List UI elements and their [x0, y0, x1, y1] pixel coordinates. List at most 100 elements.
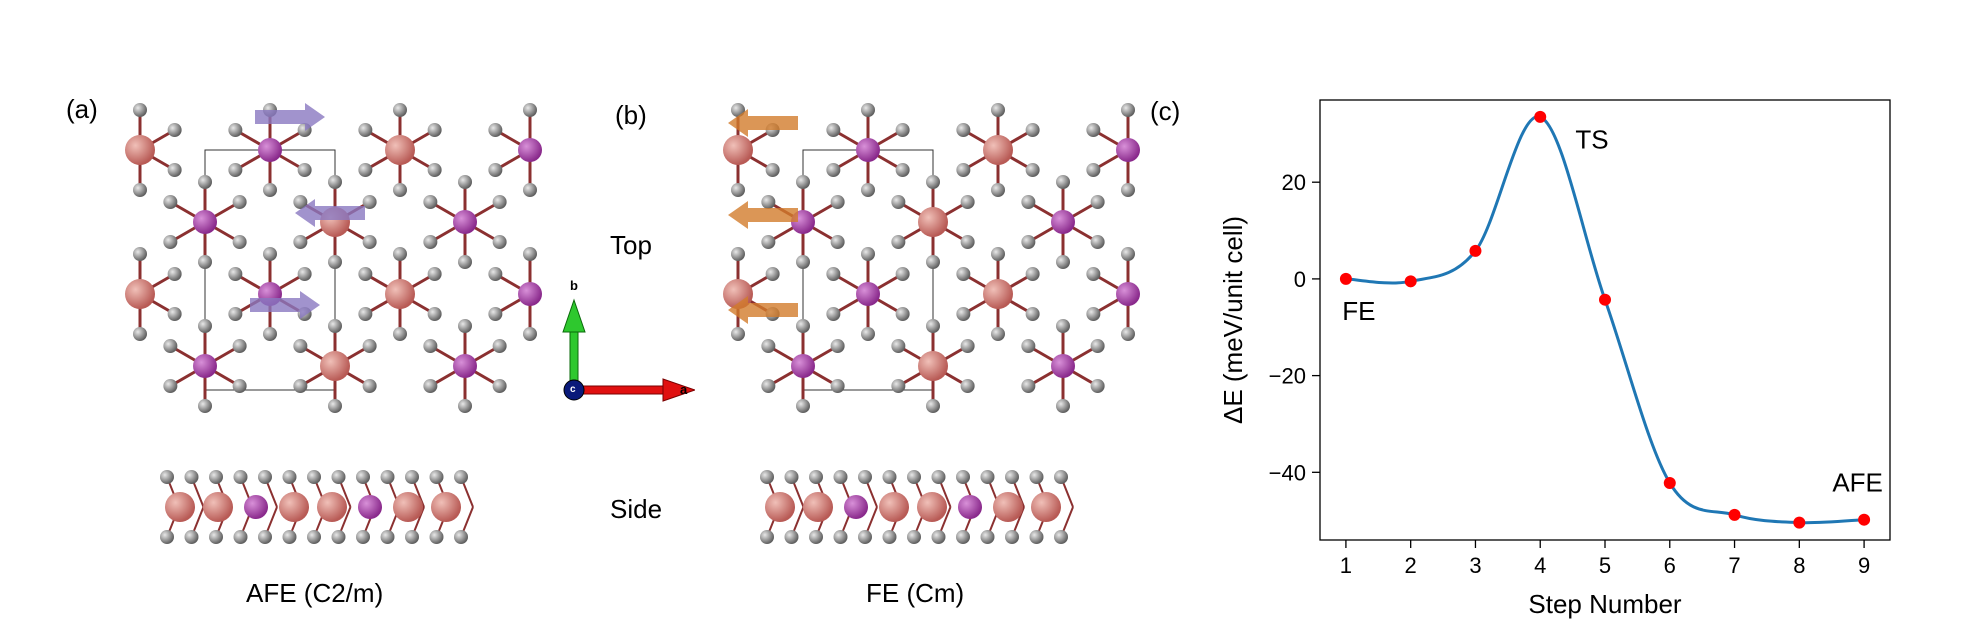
small-atom — [1054, 530, 1068, 544]
large-atom — [279, 492, 309, 522]
small-atom — [1121, 247, 1135, 261]
afe-top-structure — [125, 103, 542, 413]
small-atom — [1025, 267, 1040, 281]
small-atom — [163, 235, 178, 249]
small-atom — [228, 163, 243, 177]
small-atom — [1005, 530, 1019, 544]
small-atom — [1025, 123, 1040, 137]
small-atom — [926, 175, 940, 189]
small-atom — [956, 267, 971, 281]
polarization-arrow — [728, 201, 798, 229]
small-atom — [931, 470, 946, 484]
small-atom — [488, 307, 503, 321]
small-atom — [209, 470, 223, 484]
small-atom — [926, 399, 940, 413]
side-view-label: Side — [610, 494, 663, 524]
small-atom — [858, 470, 872, 484]
plot-frame — [1319, 99, 1891, 541]
purple-atom — [358, 495, 382, 519]
small-atom — [423, 235, 438, 249]
small-atom — [293, 195, 308, 209]
small-atom — [458, 399, 472, 413]
small-atom — [765, 267, 780, 281]
small-atom — [133, 247, 147, 261]
large-atom — [983, 135, 1013, 165]
small-atom — [358, 123, 373, 137]
small-atom — [1086, 307, 1101, 321]
polarization-arrow — [728, 109, 798, 137]
small-atom — [167, 267, 182, 281]
panel-label-a: (a) — [66, 94, 98, 124]
small-atom — [1121, 103, 1135, 117]
small-atom — [362, 195, 377, 209]
small-atom — [895, 163, 910, 177]
small-atom — [1090, 235, 1105, 249]
small-atom — [358, 267, 373, 281]
small-atom — [882, 530, 897, 544]
small-atom — [830, 235, 845, 249]
small-atom — [258, 470, 272, 484]
small-atom — [458, 175, 472, 189]
small-atom — [833, 530, 848, 544]
y-tick-label: 20 — [1282, 170, 1306, 195]
small-atom — [1029, 470, 1044, 484]
small-atom — [307, 470, 321, 484]
small-atom — [991, 327, 1005, 341]
small-atom — [809, 530, 823, 544]
data-point — [1599, 293, 1611, 306]
small-atom — [891, 379, 906, 393]
small-atom — [956, 530, 970, 544]
small-atom — [263, 327, 277, 341]
a-axis-shaft — [574, 385, 666, 395]
small-atom — [423, 379, 438, 393]
small-atom — [826, 267, 841, 281]
small-atom — [293, 339, 308, 353]
small-atom — [980, 470, 995, 484]
small-atom — [423, 195, 438, 209]
small-atom — [956, 307, 971, 321]
small-atom — [991, 247, 1005, 261]
small-atom — [991, 183, 1005, 197]
small-atom — [307, 530, 321, 544]
small-atom — [761, 339, 776, 353]
a-axis-label: a — [680, 382, 688, 397]
small-atom — [297, 163, 312, 177]
y-tick-label: 0 — [1294, 267, 1306, 292]
small-atom — [960, 339, 975, 353]
small-atom — [796, 175, 810, 189]
large-atom — [1031, 492, 1061, 522]
purple-atom — [1051, 354, 1075, 378]
small-atom — [523, 103, 537, 117]
small-atom — [1025, 307, 1040, 321]
small-atom — [293, 379, 308, 393]
x-tick-label: 8 — [1793, 553, 1805, 578]
small-atom — [184, 470, 199, 484]
y-tick-label: −20 — [1269, 364, 1306, 389]
small-atom — [331, 470, 346, 484]
large-atom — [879, 492, 909, 522]
purple-atom — [958, 495, 982, 519]
small-atom — [980, 530, 995, 544]
x-tick-label: 9 — [1858, 553, 1870, 578]
small-atom — [232, 195, 247, 209]
small-atom — [492, 235, 507, 249]
x-tick-label: 6 — [1664, 553, 1676, 578]
fe-side-structure — [760, 470, 1074, 544]
small-atom — [258, 530, 272, 544]
small-atom — [765, 163, 780, 177]
small-atom — [454, 530, 468, 544]
small-atom — [1056, 255, 1070, 269]
purple-atom — [1116, 282, 1140, 306]
a-axis-head — [662, 378, 695, 402]
small-atom — [1056, 319, 1070, 333]
small-atom — [731, 103, 745, 117]
x-tick-label: 7 — [1728, 553, 1740, 578]
purple-atom — [518, 282, 542, 306]
small-atom — [405, 530, 419, 544]
small-atom — [209, 530, 223, 544]
small-atom — [160, 470, 174, 484]
large-atom — [165, 492, 195, 522]
small-atom — [198, 399, 212, 413]
large-atom — [385, 279, 415, 309]
small-atom — [167, 163, 182, 177]
